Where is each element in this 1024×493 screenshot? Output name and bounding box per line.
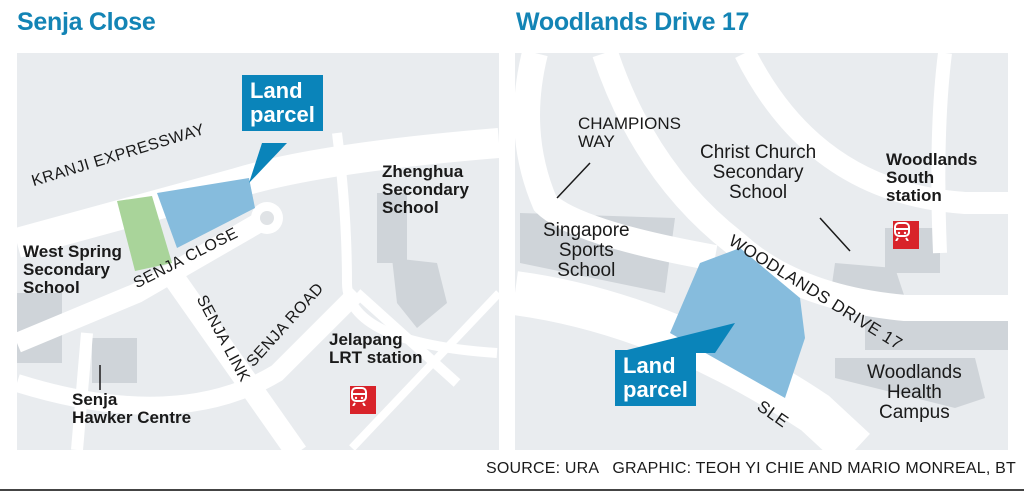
callout-line2: parcel	[623, 376, 688, 402]
callout-line2: parcel	[250, 101, 315, 127]
bottom-divider	[0, 489, 1024, 491]
right-map-title: Woodlands Drive 17	[516, 8, 750, 36]
callout-line1: Land	[623, 353, 676, 378]
senja-close-map: Land parcel KRANJI EXPRESSWAY SENJA CLOS…	[17, 53, 499, 450]
land-parcel-area	[157, 178, 255, 248]
woodlands-map-graphics	[515, 53, 1008, 450]
park-area	[117, 196, 172, 271]
land-parcel-callout: Land parcel	[615, 350, 696, 406]
left-map-title: Senja Close	[17, 8, 156, 36]
callout-line1: Land	[250, 78, 303, 103]
credit-footer: SOURCE: URA GRAPHIC: TEOH YI CHIE AND MA…	[485, 460, 1016, 477]
senja-close-map-graphics	[17, 128, 499, 450]
land-parcel-area	[670, 248, 805, 398]
land-parcel-callout: Land parcel	[242, 75, 323, 131]
train-station-icon	[893, 221, 919, 249]
train-station-icon	[350, 386, 376, 414]
